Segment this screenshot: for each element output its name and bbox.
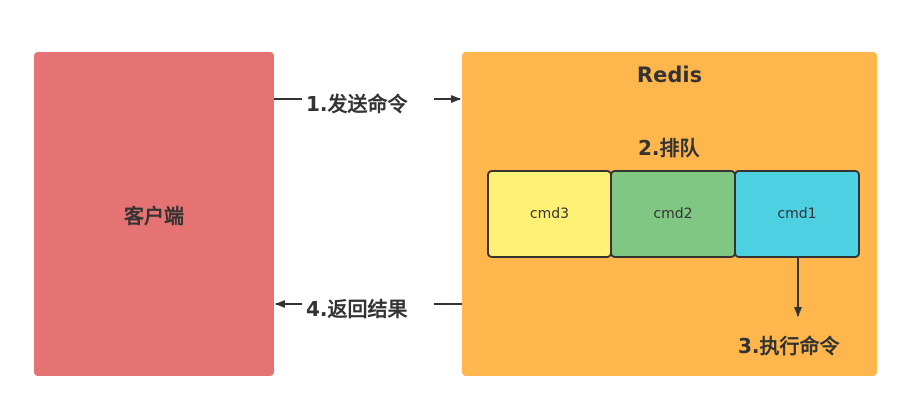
command-queue: cmd3 cmd2 cmd1 (487, 170, 860, 258)
step-execute-label: 3.执行命令 (738, 334, 840, 358)
client-label: 客户端 (124, 203, 184, 228)
queue-item-cmd2: cmd2 (610, 170, 736, 258)
step-return-label: 4.返回结果 (306, 297, 408, 321)
queue-item-cmd1: cmd1 (734, 170, 860, 258)
client-box: 客户端 (34, 52, 274, 376)
step-send-label: 1.发送命令 (306, 92, 408, 116)
queue-label: 2.排队 (638, 136, 700, 160)
redis-title: Redis (636, 63, 703, 87)
queue-item-cmd3: cmd3 (487, 170, 612, 258)
